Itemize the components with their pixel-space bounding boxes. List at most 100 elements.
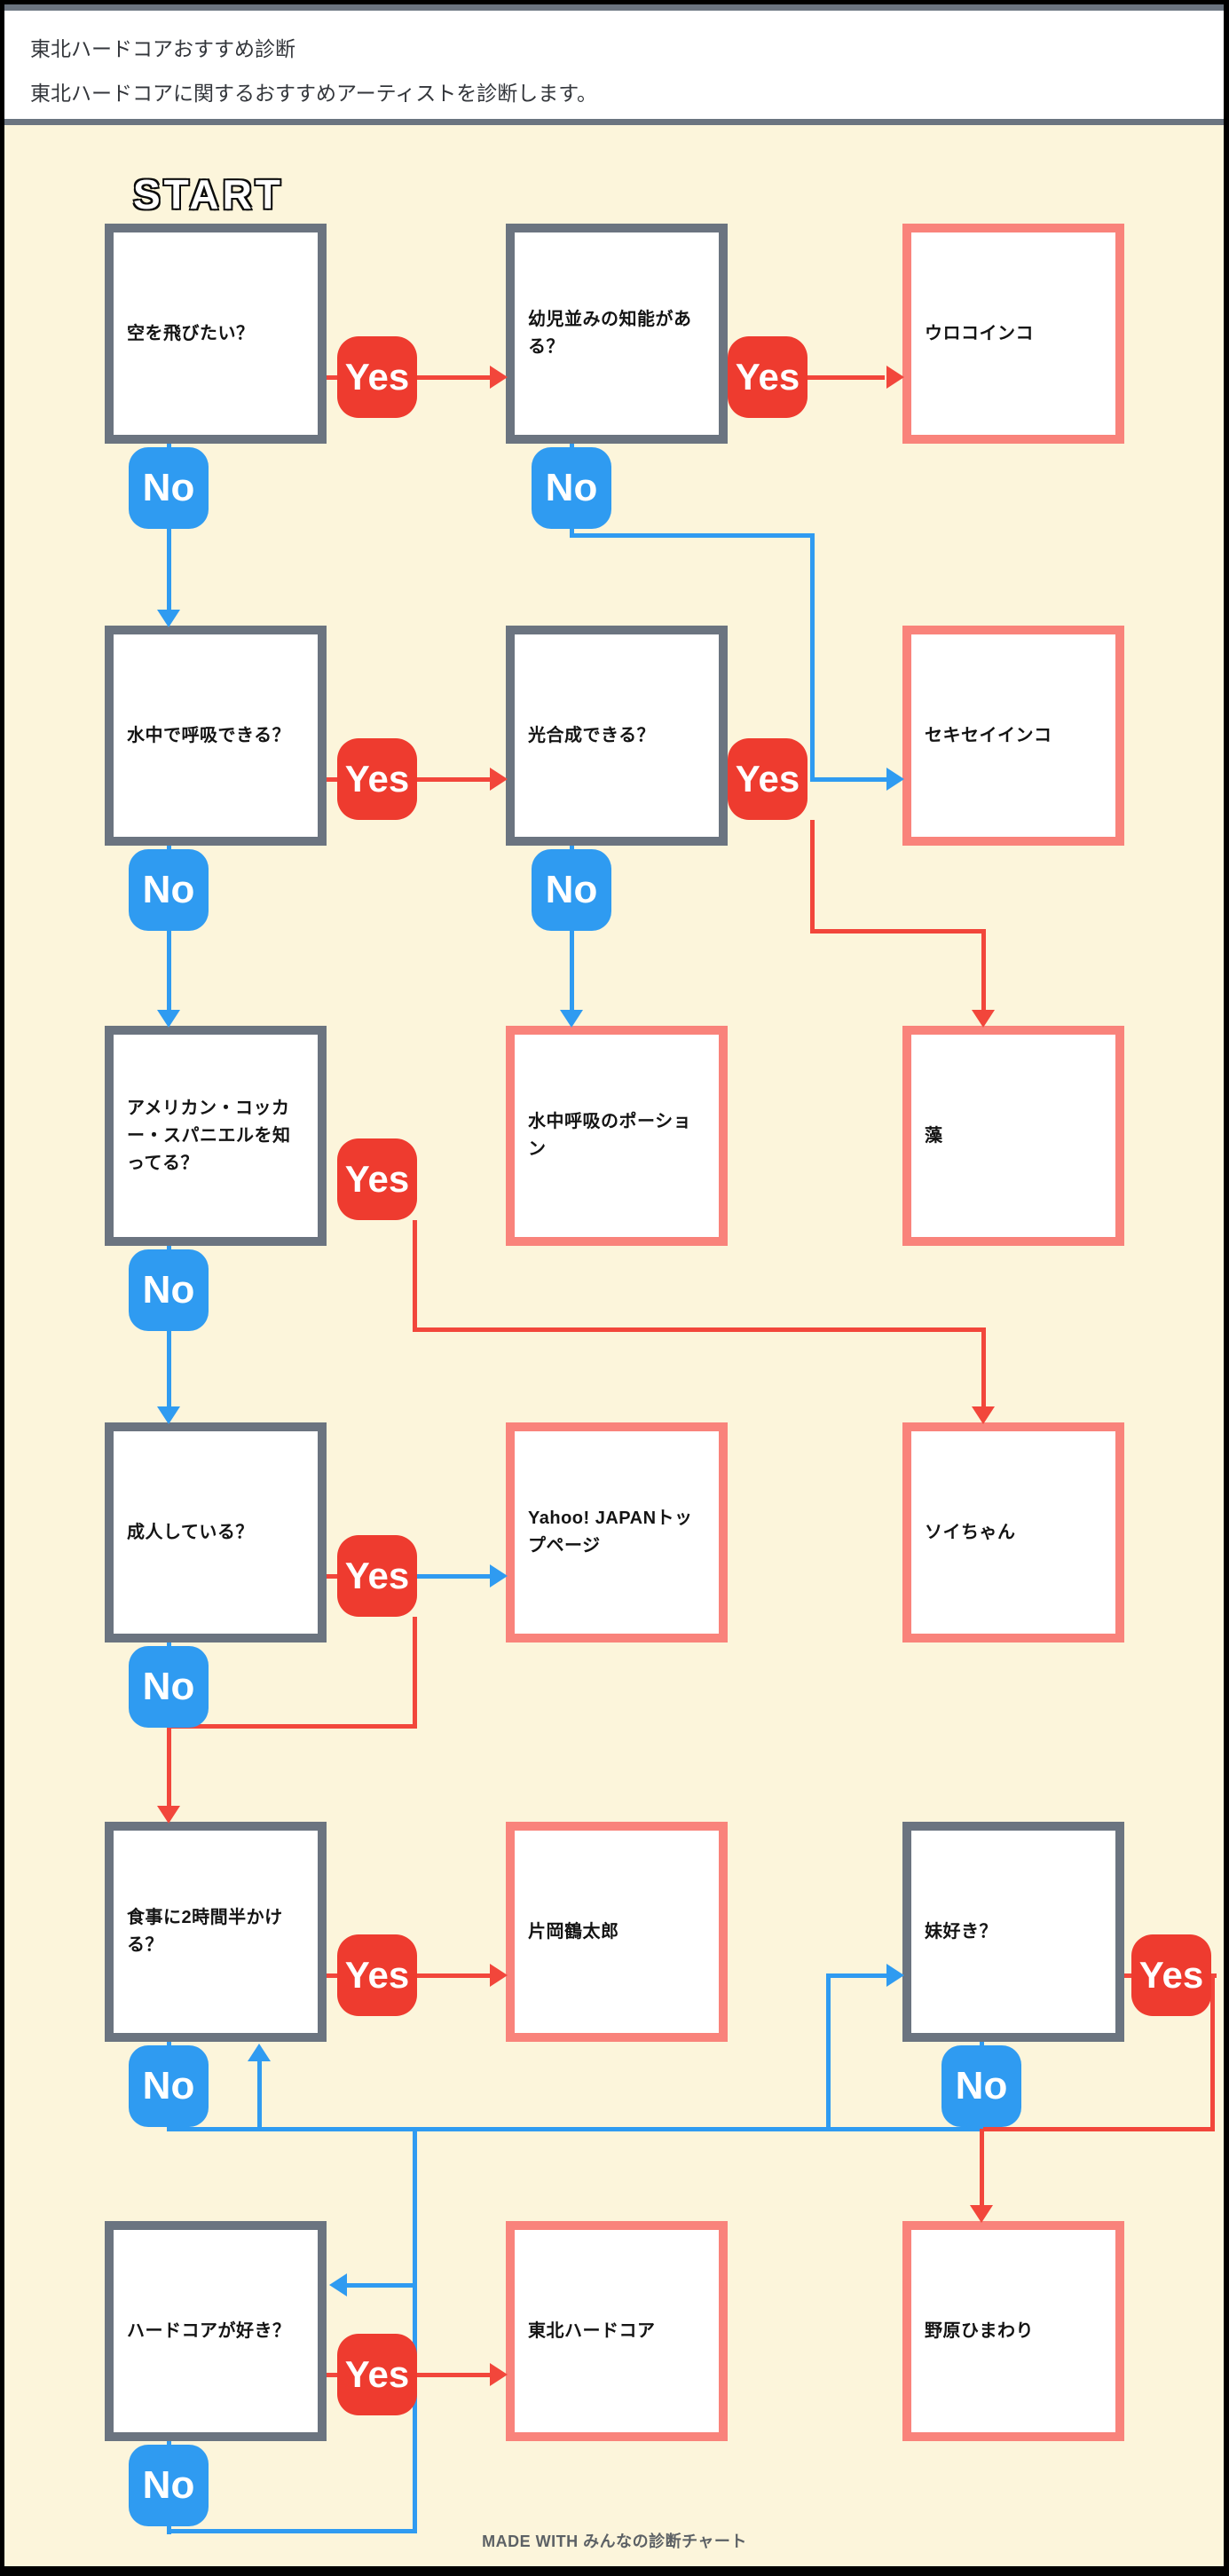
node-label: アメリカン・コッカー・スパニエルを知ってる？ [127, 1098, 291, 1173]
yes-badge: Yes [337, 738, 417, 820]
arrowhead-down [970, 2205, 993, 2223]
connector-line [826, 1977, 831, 2129]
connector-line [347, 2283, 414, 2288]
connector-line [981, 929, 986, 1010]
no-badge: No [941, 2045, 1021, 2127]
connector-line [167, 931, 171, 1012]
connector-line [327, 375, 337, 380]
node-label: 片岡鶴太郎 [528, 1921, 619, 1942]
connector-line [327, 2373, 337, 2377]
connector-line [167, 529, 171, 610]
no-badge: No [129, 2045, 209, 2127]
arrowhead-right [490, 768, 508, 791]
node-label: Yahoo! JAPANトップページ [528, 1509, 693, 1556]
arrowhead-down [560, 1010, 583, 1028]
node-label: 水中呼吸のポーション [528, 1112, 692, 1159]
yes-badge: Yes [1131, 1934, 1211, 2016]
result-box-a-nohara: 野原ひまわり [902, 2221, 1124, 2441]
arrowhead-down [972, 1010, 995, 1028]
no-badge: No [129, 849, 209, 931]
no-badge: No [532, 447, 611, 529]
result-box-a-sekisei: セキセイインコ [902, 626, 1124, 846]
connector-line [327, 1574, 337, 1579]
arrowhead-down [972, 1406, 995, 1424]
connector-line [417, 777, 492, 782]
arrowhead-down [157, 610, 180, 627]
connector-line [810, 533, 815, 781]
connector-line [417, 2373, 492, 2377]
connector-line [167, 1331, 171, 1406]
question-box-q-hardcore: ハードコアが好き？ [105, 2221, 327, 2441]
footer-credit: MADE WITH みんなの診断チャート [482, 2533, 747, 2550]
chart-subtitle: 東北ハードコアに関するおすすめアーティストを診断します。 [30, 82, 597, 105]
connector-line [413, 2129, 417, 2531]
arrowhead-down [157, 1806, 180, 1824]
chart-header: 東北ハードコアおすすめ診断 東北ハードコアに関するおすすめアーティストを診断しま… [4, 4, 1224, 125]
node-label: 光合成できる？ [528, 725, 656, 745]
result-box-a-urokoinko: ウロコインコ [902, 224, 1124, 444]
connector-line [981, 1327, 986, 1406]
arrowhead-right [886, 768, 904, 791]
arrowhead-down [157, 1406, 180, 1424]
question-box-q-sora: 空を飛びたい？ [105, 224, 327, 444]
chart-title: 東北ハードコアおすすめ診断 [30, 37, 295, 60]
node-label: ハードコアが好き？ [127, 2320, 291, 2341]
result-box-a-kataoka: 片岡鶴太郎 [506, 1822, 728, 2042]
no-badge: No [129, 2445, 209, 2526]
question-box-q-suichu: 水中で呼吸できる？ [105, 626, 327, 846]
node-label: 成人している？ [127, 1522, 254, 1542]
arrowhead-right [490, 366, 508, 389]
connector-line [417, 1574, 494, 1579]
question-box-q-kogosei: 光合成できる？ [506, 626, 728, 846]
connector-line [810, 777, 886, 782]
connector-line [570, 533, 812, 538]
no-badge: No [129, 447, 209, 529]
connector-line [327, 777, 337, 782]
connector-line [413, 1617, 417, 1728]
connector-line [570, 529, 574, 536]
no-badge: No [129, 1249, 209, 1331]
connector-line [810, 820, 815, 933]
question-box-q-yoji: 幼児並みの知能がある？ [506, 224, 728, 444]
node-label: 食事に2時間半かける？ [127, 1908, 283, 1955]
connector-line [1210, 1973, 1215, 2131]
connector-line [417, 1973, 492, 1978]
arrowhead-right [886, 1964, 904, 1987]
connector-line [808, 375, 885, 380]
start-label: START [132, 170, 284, 219]
arrowhead-right [490, 1564, 508, 1587]
result-box-a-potion: 水中呼吸のポーション [506, 1026, 728, 1246]
yes-badge: Yes [337, 336, 417, 418]
node-label: セキセイインコ [925, 725, 1052, 745]
yes-badge: Yes [728, 738, 808, 820]
connector-line [1124, 1973, 1131, 1978]
yes-badge: Yes [337, 1535, 417, 1617]
result-box-a-tohoku: 東北ハードコア [506, 2221, 728, 2441]
result-box-a-soychan: ソイちゃん [902, 1422, 1124, 1642]
no-badge: No [532, 849, 611, 931]
node-label: 藻 [925, 1125, 943, 1146]
result-box-a-mo: 藻 [902, 1026, 1124, 1246]
node-label: ウロコインコ [925, 323, 1034, 343]
connector-line [413, 1327, 983, 1332]
connector-line [980, 2129, 984, 2205]
arrowhead-left [329, 2273, 347, 2296]
question-box-q-shokuji: 食事に2時間半かける？ [105, 1822, 327, 2042]
connector-line [417, 375, 492, 380]
connector-line [167, 1724, 417, 1729]
connector-line [810, 929, 983, 934]
arrowhead-down [157, 1010, 180, 1028]
node-label: 水中で呼吸できる？ [127, 725, 291, 745]
arrowhead-right [490, 2363, 508, 2386]
arrowhead-right [886, 366, 904, 389]
node-label: 野原ひまわり [925, 2320, 1034, 2341]
connector-line [167, 2127, 983, 2131]
connector-line [570, 931, 574, 1010]
yes-badge: Yes [337, 2334, 417, 2415]
yes-badge: Yes [337, 1138, 417, 1220]
node-label: ソイちゃん [925, 1522, 1016, 1542]
connector-line [167, 2526, 171, 2534]
connector-line [167, 1728, 171, 1806]
no-badge: No [129, 1646, 209, 1728]
